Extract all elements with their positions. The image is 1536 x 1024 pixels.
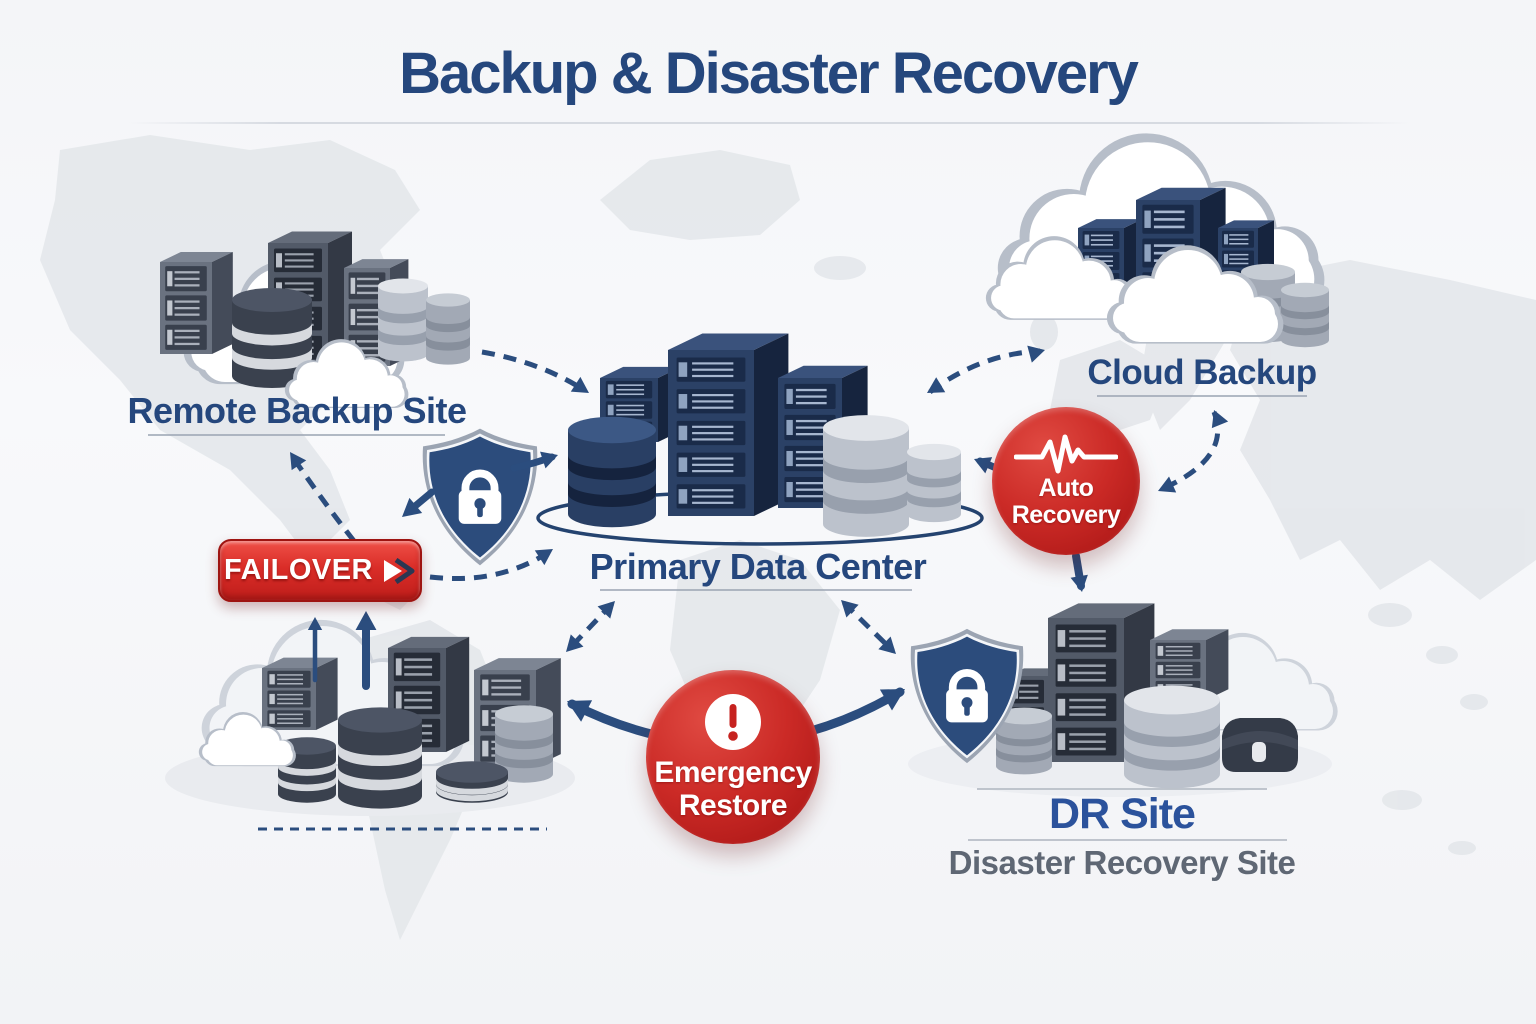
primary-datacenter-label: Primary Data Center: [589, 546, 927, 587]
primary-datacenter-cluster: [536, 333, 984, 546]
disaster-recovery-site-label: Disaster Recovery Site: [948, 844, 1296, 881]
cloud-backup-underline: [1097, 395, 1307, 397]
primary-datacenter-underline: [600, 589, 912, 591]
heartbeat-icon: [1014, 434, 1118, 473]
title-divider: [128, 122, 1410, 124]
cloud-backup-cluster: [985, 133, 1329, 348]
dr-site-topline: [977, 788, 1267, 790]
remote-backup-site-label: Remote Backup Site: [127, 390, 467, 431]
dr-site-midline: [968, 839, 1287, 841]
arrow-right-icon: [384, 557, 415, 584]
emergency-restore-badge[interactable]: Emergency Restore: [646, 670, 820, 844]
failover-button-label: FAILOVER: [223, 554, 373, 586]
page-title: Backup & Disaster Recovery: [399, 41, 1139, 106]
remote-backup-cluster: [160, 231, 470, 408]
shield-lock-icon: [422, 428, 538, 566]
emergency-restore-label: Emergency Restore: [654, 755, 812, 822]
dr-site-label: DR Site: [1049, 790, 1196, 838]
alert-exclamation-icon: [705, 693, 761, 750]
auto-recovery-badge[interactable]: Auto Recovery: [992, 407, 1140, 555]
local-backup-cluster: [165, 619, 575, 816]
cloud-backup-label: Cloud Backup: [1087, 353, 1317, 392]
remote-backup-site-underline: [148, 434, 445, 436]
dr-site-cluster: [908, 603, 1338, 797]
failover-button[interactable]: FAILOVER: [218, 539, 422, 602]
auto-recovery-label: Auto Recovery: [1011, 473, 1121, 529]
